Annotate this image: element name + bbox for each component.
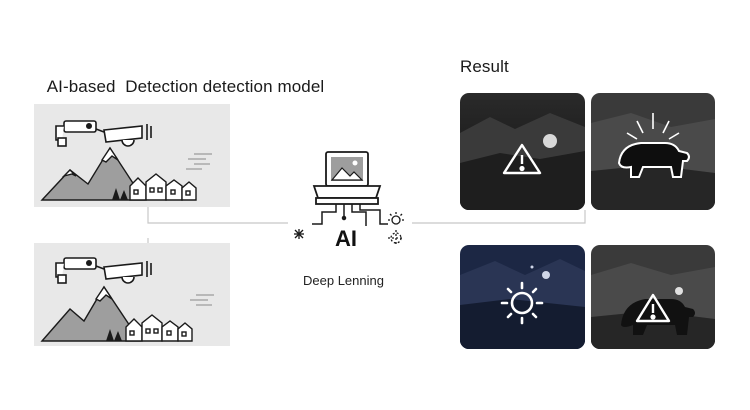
left-title-part2: Detection detection model bbox=[125, 77, 325, 96]
trees-icon bbox=[106, 329, 122, 341]
top-input-connector bbox=[147, 207, 288, 224]
trees-icon bbox=[112, 188, 128, 200]
bear-icon bbox=[617, 142, 690, 178]
result-warning-night bbox=[460, 93, 585, 210]
left-title: AI-based Detection detection model bbox=[38, 57, 324, 97]
output-connector bbox=[412, 210, 586, 224]
result-sun-blue bbox=[460, 245, 585, 349]
warning-triangle-icon bbox=[635, 293, 671, 323]
warning-triangle-icon bbox=[502, 143, 542, 175]
camera-scene-top bbox=[34, 104, 230, 207]
target-icon bbox=[388, 230, 404, 246]
wind-lines bbox=[190, 294, 214, 306]
houses-icon bbox=[129, 173, 197, 201]
ai-processor bbox=[284, 148, 414, 253]
image-processor-icon bbox=[312, 151, 382, 205]
spark-left-icon bbox=[294, 229, 304, 239]
wind-lines bbox=[186, 153, 212, 170]
alert-rays bbox=[626, 113, 680, 140]
bear-silhouette bbox=[621, 299, 695, 335]
left-title-part1: AI-based bbox=[46, 77, 116, 96]
mountains-icon bbox=[40, 285, 142, 342]
houses-icon bbox=[125, 314, 193, 342]
ai-badge: AI bbox=[335, 226, 357, 251]
result-bear-detected bbox=[591, 93, 715, 210]
sun-icon bbox=[500, 281, 544, 325]
security-camera-icon bbox=[55, 257, 152, 284]
right-title: Result bbox=[460, 57, 509, 76]
mountains-icon bbox=[40, 146, 146, 201]
result-bear-warning bbox=[591, 245, 715, 349]
camera-scene-bottom bbox=[34, 243, 230, 346]
processor-caption: Deep Lenning bbox=[303, 273, 384, 288]
security-camera-icon bbox=[55, 120, 152, 147]
sun-right-icon bbox=[388, 212, 404, 225]
circuit-traces bbox=[312, 204, 388, 226]
